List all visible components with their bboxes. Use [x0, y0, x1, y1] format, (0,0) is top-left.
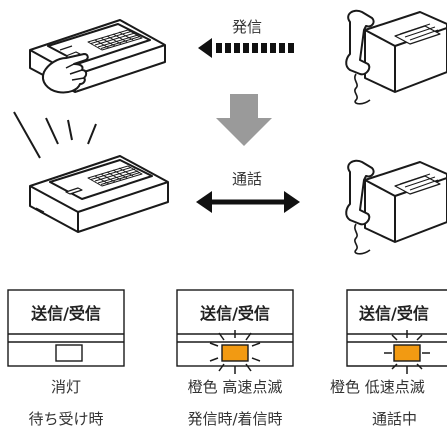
- device-middle-left: [13, 111, 169, 233]
- phone-top-right: [345, 9, 447, 105]
- led-orange-slow: [393, 344, 421, 362]
- panel-2-title: 送信/受信: [200, 304, 270, 323]
- led-orange-fast: [221, 344, 249, 362]
- blink-rays-fast: [209, 330, 261, 374]
- panel-1-caption-context: 待ち受け時: [28, 410, 104, 428]
- panel-2-caption-context: 発信時/着信時: [187, 410, 283, 428]
- blink-rays-slow: [384, 330, 430, 374]
- panel-3-caption-state: 橙色 低速点滅: [330, 378, 425, 396]
- panel-3-title: 送信/受信: [359, 304, 429, 323]
- panel-1-title: 送信/受信: [31, 304, 101, 323]
- talk-arrow: [196, 191, 300, 213]
- device-top-left: [29, 19, 166, 94]
- panel-fast-blink: [176, 289, 294, 374]
- panel-1-caption-state: 消灯: [50, 378, 81, 396]
- outgoing-arrow: [198, 38, 294, 58]
- phone-middle-right: [345, 159, 447, 255]
- talk-label: 通話: [231, 170, 262, 188]
- panel-slow-blink: [346, 289, 447, 374]
- state-transition-arrow: [216, 94, 272, 146]
- panel-standby: [7, 289, 125, 367]
- panel-2-caption-state: 橙色 高速点滅: [187, 378, 283, 396]
- outgoing-label: 発信: [231, 18, 262, 36]
- panel-3-caption-context: 通話中: [372, 410, 418, 428]
